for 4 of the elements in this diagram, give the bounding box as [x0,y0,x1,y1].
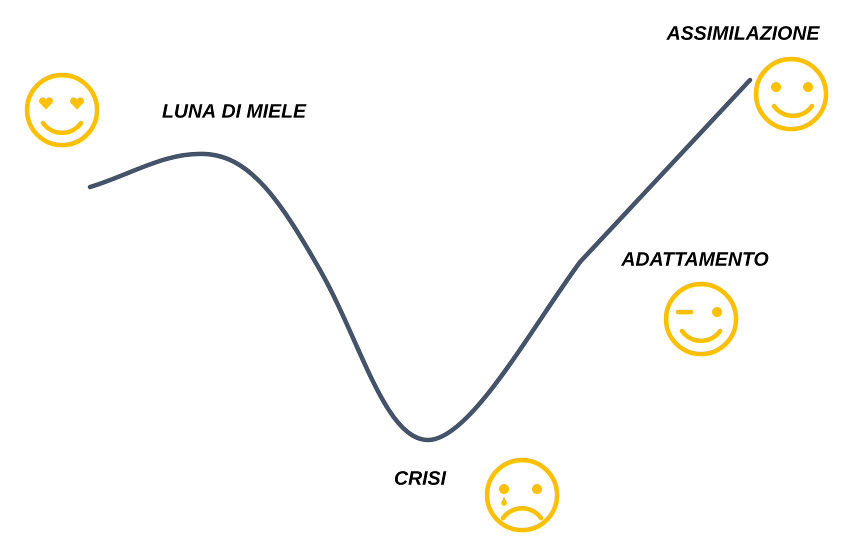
stage-label: ADATTAMENTO [620,252,768,266]
stage-label: ASSIMILAZIONE [666,26,820,40]
stage-label: CRISI [394,471,446,485]
stage-label: LUNA DI MIELE [162,104,306,118]
